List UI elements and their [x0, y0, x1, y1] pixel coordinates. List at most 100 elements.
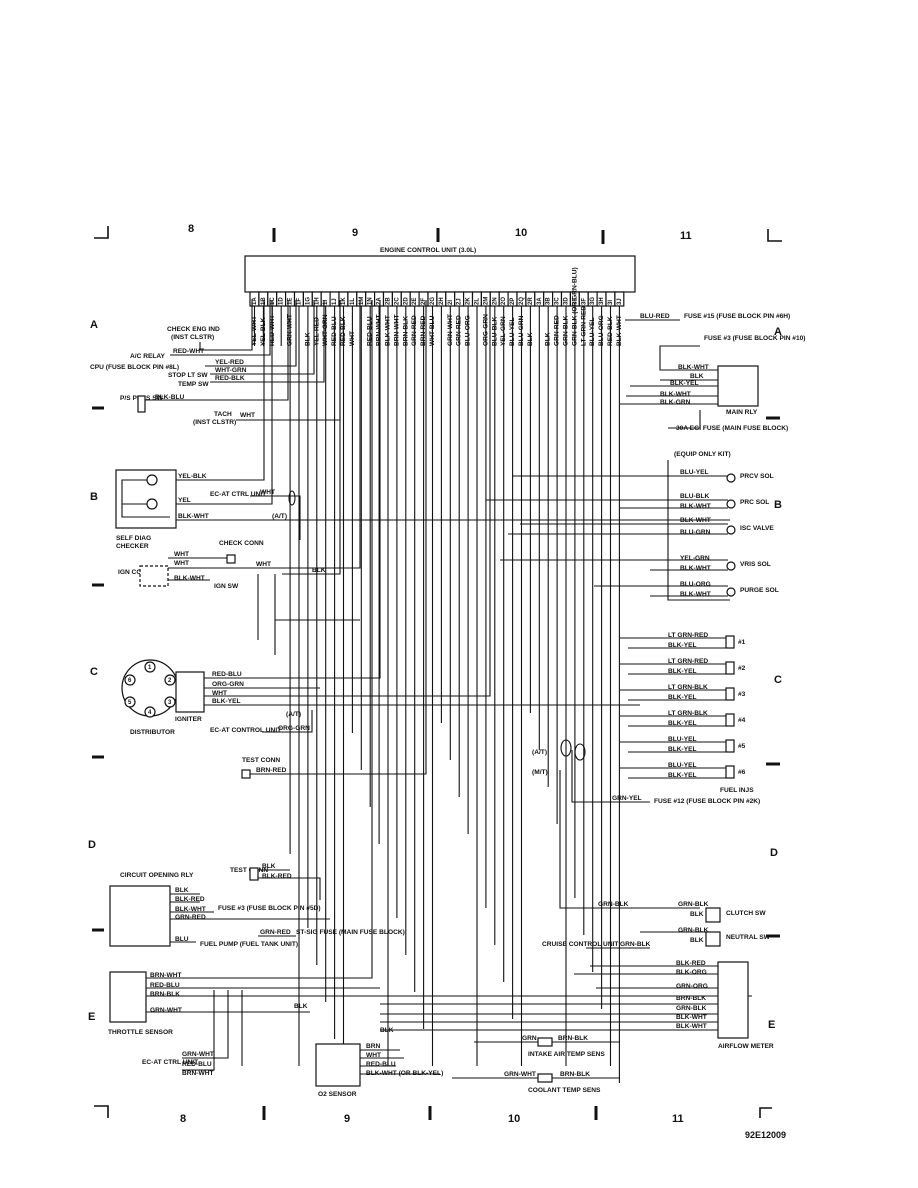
stop-lt-sw-label: STOP LT SW: [168, 372, 208, 379]
wire-org-grn: ORG-GRN: [212, 681, 244, 688]
wire-blk: BLK: [312, 567, 326, 574]
wire-blk-red-2: BLK-RED: [262, 873, 292, 880]
wire-blk-wht-10: BLK-WHT: [676, 1014, 707, 1021]
tach-label: TACH: [214, 411, 232, 418]
circuit-opening-box: [109, 885, 171, 947]
wire-yel-grn: YEL-GRN: [680, 555, 710, 562]
equip-only-label: (EQUIP ONLY KIT): [674, 451, 731, 458]
ecu-pin-label: 3D: [564, 297, 570, 305]
ecu-pin-label: 3B: [546, 297, 552, 305]
wire-blk-wht-or: BLK-WHT (OR BLK-YEL): [366, 1070, 443, 1077]
ecu-pin-label: 1L: [350, 298, 356, 305]
ecu-pin-label: 2O: [501, 297, 507, 305]
svg-text:4: 4: [148, 710, 152, 716]
mt-label: (M/T): [532, 769, 548, 776]
main-relay-box: [717, 365, 759, 407]
ecu-pin-label: 2Q: [519, 297, 525, 305]
row-c-right: C: [774, 674, 782, 686]
wire-grn-red: GRN-RED: [175, 914, 206, 921]
ecu-pin-label: 2M: [483, 297, 489, 305]
wire-red-blu-4: RED-BLU: [366, 1061, 396, 1068]
fuel-pump-label: FUEL PUMP (FUEL TANK UNIT): [200, 941, 298, 948]
ecu-pin-label: 2N: [492, 297, 498, 305]
ec-at-control-label: EC-AT CONTROL UNIT: [210, 727, 281, 734]
ecu-pin-label: 2E: [412, 298, 418, 305]
wire-grn-red-2: GRN-RED: [260, 929, 291, 936]
wire-grn-wht-2: GRN-WHT: [182, 1051, 214, 1058]
wire-red-blu-2: RED-BLU: [150, 982, 180, 989]
distributor-label: DISTRIBUTOR: [130, 729, 175, 736]
purge-sol-label: PURGE SOL: [740, 587, 779, 594]
vris-sol-label: VRIS SOL: [740, 561, 771, 568]
row-a-right: A: [774, 326, 782, 338]
ecu-title: ENGINE CONTROL UNIT (3.0L): [380, 247, 476, 254]
sensors-right: GRN BRN-BLK INTAKE AIR TEMP SENS GRN-WHT…: [380, 960, 774, 1094]
ecu-pin-label: 3A: [537, 297, 543, 305]
wire-blu-red: BLU-RED: [640, 313, 670, 320]
wire-blk-6: BLK: [262, 863, 276, 870]
wire-blk-grn: BLK-GRN: [660, 399, 691, 406]
fuse12-label: FUSE #12 (FUSE BLOCK PIN #2K): [654, 798, 760, 805]
wire-brn-wht: BRN-WHT: [150, 972, 182, 979]
ecu-pin-label: 2H: [439, 297, 445, 305]
check-conn-label: CHECK CONN: [219, 540, 264, 547]
igniter-label: IGNITER: [175, 716, 202, 723]
injector-wire-color: BLK-YEL: [668, 642, 697, 649]
row-a-left: A: [90, 319, 98, 331]
wire-wht-3: WHT: [174, 551, 189, 558]
grid-col-10: 10: [515, 227, 527, 239]
grid-col-8: 8: [188, 223, 194, 235]
o2-label: O2 SENSOR: [318, 1091, 357, 1098]
wire-blk-2: BLK: [690, 373, 704, 380]
wire-grn: GRN: [522, 1035, 537, 1042]
injector-wire-color: BLK-YEL: [668, 668, 697, 675]
wire-red-wht: RED-WHT: [173, 348, 204, 355]
wire-blk-wht-9: BLK-WHT: [175, 906, 206, 913]
wire-blu-yel: BLU-YEL: [680, 469, 709, 476]
ecu-pin-label: 1H: [314, 297, 320, 305]
wire-blu: BLU: [175, 936, 189, 943]
wire-grn-yel: GRN-YEL: [612, 795, 642, 802]
ign-coil-section: CHECK CONN WHT WHT IGN COIL WHT BLK-WHT …: [118, 300, 361, 655]
wire-grn-blk-4: GRN-BLK: [620, 941, 651, 948]
row-d-left: D: [88, 839, 96, 851]
self-diag-label: SELF DIAG: [116, 535, 151, 542]
ecu-pin-label: 2D: [403, 297, 409, 305]
at-label: (A/T): [272, 513, 287, 520]
injector-number: #4: [738, 717, 746, 724]
clutch-sw-box: [705, 907, 721, 923]
injector-body: [725, 687, 735, 701]
ecu-pin-label: 3C: [555, 297, 561, 305]
ecu-pin-label: 2C: [394, 297, 400, 305]
tach-inst-label: (INST CLSTR): [193, 419, 236, 426]
injector-body: [725, 635, 735, 649]
igniter-box: [175, 671, 205, 713]
check-eng-ind-label: CHECK ENG IND: [167, 326, 220, 333]
wire-wht-5: WHT: [256, 561, 271, 568]
wire-wht-2: WHT: [260, 489, 275, 496]
row-d-right: D: [770, 847, 778, 859]
ec-at-ctrl-label-2: EC-AT CTRL UNIT: [142, 1059, 198, 1066]
wire-blk-red-3: BLK-RED: [676, 960, 706, 967]
distributor-section: 1 2 3 4 5 6 DISTRIBUTOR IGNITER RED-BLU …: [121, 300, 640, 779]
ecu-pin-label: 3J: [617, 298, 623, 305]
ecu-pin-label: 1G: [305, 297, 311, 305]
fuse15-label: FUSE #15 (FUSE BLOCK PIN #6H): [684, 313, 790, 320]
wire-grn-blk-5: GRN-BLK: [676, 1005, 707, 1012]
wire-wht-grn: WHT-GRN: [215, 367, 247, 374]
wire-red-blk: RED-BLK: [215, 375, 245, 382]
ecu-pin-label: 2L: [475, 298, 481, 305]
test-conn-label: TEST CONN: [242, 757, 280, 764]
wire-yel: YEL: [178, 497, 191, 504]
grid-col-11: 11: [680, 230, 692, 242]
st-sig-label: ST-SIG FUSE (MAIN FUSE BLOCK): [296, 929, 405, 936]
row-e-left: E: [88, 1011, 95, 1023]
ecu-pin-label: 1D: [279, 297, 285, 305]
wire-blk-wht-4: BLK-WHT: [660, 391, 691, 398]
intake-air-label: INTAKE AIR TEMP SENS: [528, 1051, 605, 1058]
neutral-sw-label: NEUTRAL SW: [726, 934, 771, 941]
ecu-box: [244, 255, 636, 293]
wire-brn-wht-2: BRN-WHT: [182, 1070, 214, 1077]
egi-fuse-label: 30A EGI FUSE (MAIN FUSE BLOCK): [676, 425, 788, 432]
row-b-right: B: [774, 499, 782, 511]
